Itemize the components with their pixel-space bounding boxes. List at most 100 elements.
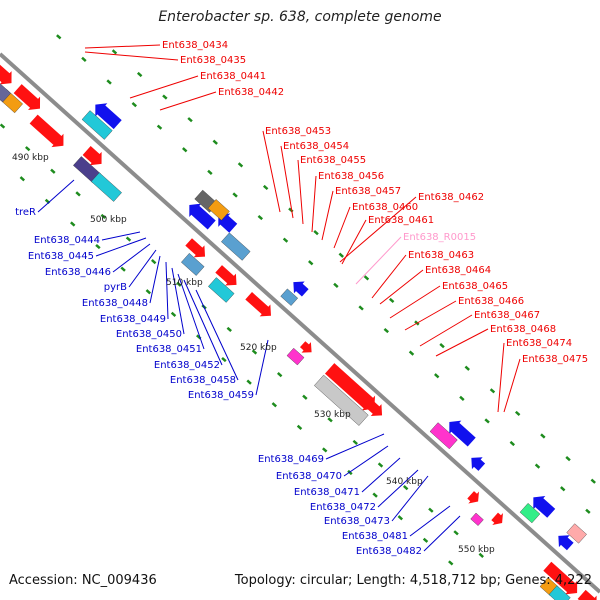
gene-label: Ent638_0465 xyxy=(442,281,508,292)
gene-label: Ent638_0468 xyxy=(490,324,556,335)
leader-line xyxy=(389,285,441,319)
forward-gene-arrow xyxy=(82,146,102,166)
gene-label: Ent638_0466 xyxy=(458,296,524,307)
tick-mark xyxy=(145,289,152,295)
tick-mark xyxy=(232,192,238,198)
gene-label: Ent638_0470 xyxy=(276,471,342,482)
tick-mark xyxy=(100,213,106,220)
tick-mark xyxy=(509,440,516,447)
tick-mark xyxy=(327,417,333,423)
leader-line xyxy=(355,236,402,285)
tick-mark xyxy=(207,169,213,175)
leader-line xyxy=(361,457,401,493)
map-title: Enterobacter sp. 638, complete genome xyxy=(158,9,442,25)
tick-mark xyxy=(131,101,138,108)
gene-label: Ent638_0463 xyxy=(408,250,474,261)
gene-label: treR xyxy=(15,207,36,218)
gene-label: Ent638_0475 xyxy=(522,354,588,365)
gene-label: Ent638_0444 xyxy=(34,235,100,246)
leader-line xyxy=(371,254,407,299)
leader-line xyxy=(435,328,489,357)
gene-label: Ent638_0442 xyxy=(218,87,284,98)
tick-mark xyxy=(120,266,126,272)
leader-line xyxy=(333,206,351,249)
gene-label: Ent638_0453 xyxy=(265,126,331,137)
tick-mark xyxy=(156,124,163,130)
gene-label: Ent638_0452 xyxy=(154,360,220,371)
tick-mark xyxy=(408,350,415,356)
reverse-gene-box xyxy=(221,232,251,261)
leader-line xyxy=(183,279,223,366)
reverse-gene-arrow xyxy=(293,281,309,297)
leader-line xyxy=(409,505,451,537)
leader-line xyxy=(195,289,239,381)
reverse-gene-box xyxy=(280,288,299,306)
leader-line xyxy=(84,44,161,49)
tick-mark xyxy=(70,221,76,227)
gene-label: Ent638_0460 xyxy=(352,202,418,213)
leader-line xyxy=(423,515,461,552)
gene-label: pyrB xyxy=(104,282,127,293)
gene-label: Ent638_0454 xyxy=(283,141,349,152)
forward-gene-arrow xyxy=(245,292,271,317)
kbp-label: 540 kbp xyxy=(386,477,423,487)
leader-line xyxy=(503,358,521,413)
gene-label: Ent638_0464 xyxy=(425,265,491,276)
leader-line xyxy=(343,445,389,477)
tick-mark xyxy=(271,402,278,408)
tick-mark xyxy=(262,184,269,191)
forward-gene-box xyxy=(181,253,205,276)
leader-line xyxy=(112,243,151,273)
tick-mark xyxy=(125,236,132,242)
leader-line xyxy=(101,231,141,241)
gene-label: Ent638_0462 xyxy=(418,192,484,203)
kbp-label: 530 kbp xyxy=(314,410,351,420)
gene-label: Ent638_0434 xyxy=(162,40,228,51)
tick-mark xyxy=(402,485,409,491)
gene-label: Ent638_0482 xyxy=(356,546,422,557)
topology-text: Topology: circular; Length: 4,518,712 bp… xyxy=(234,573,592,588)
tick-mark xyxy=(383,327,390,334)
tick-mark xyxy=(182,147,188,153)
reverse-gene-arrow xyxy=(189,203,216,230)
tick-mark xyxy=(397,515,404,521)
kbp-label: 490 kbp xyxy=(12,153,49,163)
tick-mark xyxy=(187,117,193,123)
tick-mark xyxy=(372,492,378,498)
leader-line xyxy=(128,249,157,288)
reverse-gene-box xyxy=(207,199,230,221)
forward-gene-arrow xyxy=(215,265,237,286)
tick-mark xyxy=(170,311,177,317)
reverse-gene-arrow xyxy=(471,457,486,471)
tick-mark xyxy=(313,230,319,236)
leader-line xyxy=(177,273,205,350)
tick-mark xyxy=(565,456,571,462)
tick-mark xyxy=(534,463,541,469)
genome-backbone xyxy=(0,52,600,594)
tick-mark xyxy=(377,462,384,468)
tick-mark xyxy=(388,297,395,304)
leader-line xyxy=(377,469,419,508)
leader-line xyxy=(379,269,424,305)
leader-line xyxy=(325,433,385,460)
kbp-label: 520 kbp xyxy=(240,343,277,353)
kbp-label: 550 kbp xyxy=(458,545,495,555)
gene-label: Ent638_0467 xyxy=(474,310,540,321)
leader-line xyxy=(84,51,179,61)
forward-gene-box xyxy=(208,277,235,303)
gene-label: Ent638_0457 xyxy=(335,186,401,197)
tick-mark xyxy=(308,260,314,266)
tick-mark xyxy=(338,252,344,258)
forward-gene-arrow xyxy=(299,341,312,353)
gene-label: Ent638_0455 xyxy=(300,155,366,166)
tick-mark xyxy=(95,243,101,250)
reverse-gene-box xyxy=(429,422,458,450)
leader-line xyxy=(419,314,473,347)
accession-text: Accession: NC_009436 xyxy=(9,573,157,588)
gene-label: Ent638_0458 xyxy=(170,375,236,386)
tick-mark xyxy=(448,560,454,566)
gene-labels: Ent638_0434Ent638_0435Ent638_0441Ent638_… xyxy=(15,40,588,557)
label-leader-lines xyxy=(37,44,521,552)
tick-mark xyxy=(363,275,370,281)
leader-line xyxy=(37,179,75,213)
